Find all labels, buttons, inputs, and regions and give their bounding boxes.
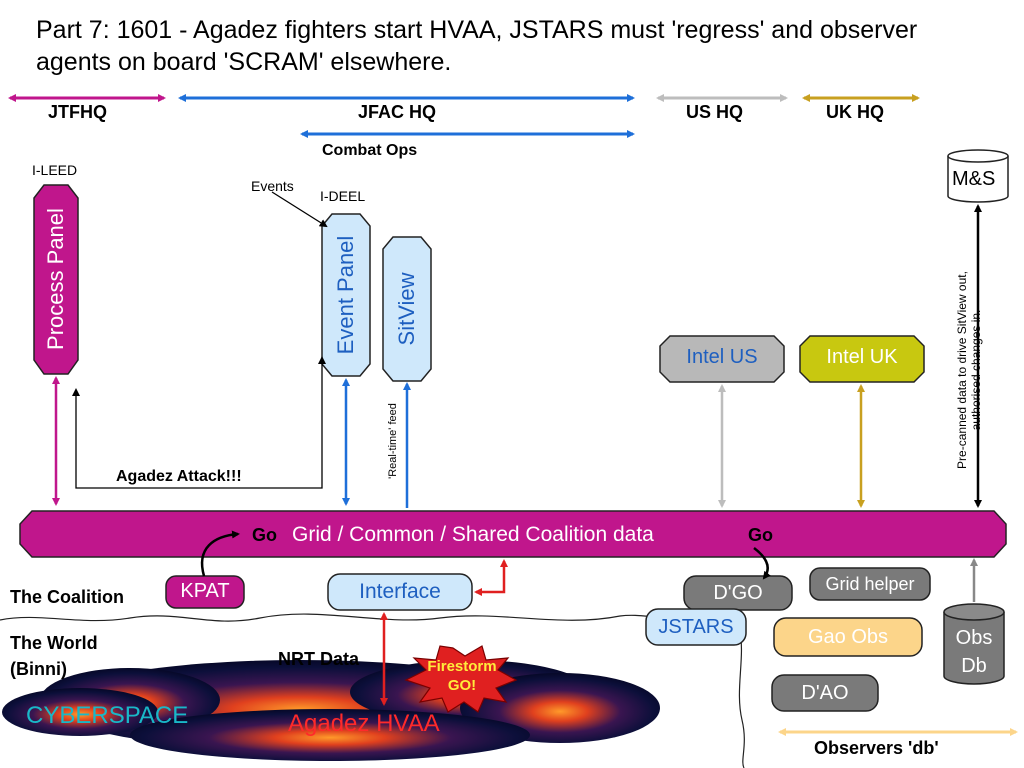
precanned-note-line1: Pre-canned data to drive SitView out,: [955, 271, 969, 469]
intel-us-label: Intel US: [686, 346, 758, 368]
dgo-go-arrow: [753, 547, 771, 580]
obs-db-label: Obs Db: [944, 624, 1004, 680]
ms-label: M&S: [952, 168, 996, 190]
combat-ops-label: Combat Ops: [322, 142, 418, 159]
go-right-label: Go: [748, 525, 773, 545]
event-panel-label: Event Panel: [333, 235, 358, 355]
realtime-feed-label: 'Real-time' feed: [387, 403, 399, 479]
interface-shape[interactable]: [327, 573, 473, 611]
obs-db-database-icon[interactable]: [943, 603, 1005, 685]
firestorm-label-line1: Firestorm: [427, 658, 497, 675]
the-coalition-label: The Coalition: [10, 587, 124, 607]
gao-obs-label: Gao Obs: [807, 626, 889, 648]
i-deel-label: I-DEEL: [320, 188, 366, 204]
events-pointer-arrow: [271, 191, 328, 228]
firestorm-label: Firestorm GO!: [402, 657, 522, 695]
precanned-note-line2: authorised changes in.: [969, 309, 983, 431]
gao-obs-shape[interactable]: [773, 617, 923, 657]
kpat-go-arrow: [201, 530, 240, 577]
world-boundary-line: [0, 613, 745, 768]
cyberspace-label: CYBERSPACE: [26, 702, 189, 729]
sitview-label: SitView: [394, 272, 419, 346]
events-label: Events: [251, 178, 294, 194]
obs-db-label-line2: Db: [961, 655, 987, 677]
page-title: Part 7: 1601 - Agadez fighters start HVA…: [36, 16, 918, 76]
us-hq-label: US HQ: [686, 102, 744, 122]
observers-db-label: Observers 'db': [814, 738, 939, 758]
the-world-label-line1: The World: [10, 633, 98, 653]
kpat-label: KPAT: [180, 580, 230, 602]
jstars-label: JSTARS: [658, 616, 734, 638]
precanned-note: Pre-canned data to drive SitView out, au…: [955, 250, 985, 490]
uk-hq-label: UK HQ: [826, 102, 884, 122]
dao-shape[interactable]: [771, 674, 879, 712]
dgo-label: D'GO: [713, 582, 763, 604]
grid-bar-shape[interactable]: [19, 510, 1007, 558]
event-panel-shape[interactable]: [321, 213, 371, 377]
firestorm-burst-shape: [404, 645, 518, 713]
firestorm-label-line2: GO!: [447, 677, 477, 694]
go-left-label: Go: [252, 525, 277, 545]
intel-us-shape[interactable]: [659, 335, 785, 383]
process-panel-shape[interactable]: [33, 184, 79, 375]
dao-label: D'AO: [801, 682, 849, 704]
jstars-shape[interactable]: [645, 608, 747, 646]
obs-db-label-line1: Obs: [955, 627, 993, 649]
nrt-data-label: NRT Data: [278, 649, 360, 669]
the-world-label: The World (Binni): [10, 630, 98, 682]
i-leed-label: I-LEED: [32, 162, 78, 178]
grid-helper-shape[interactable]: [809, 567, 931, 601]
intel-uk-label: Intel UK: [826, 346, 898, 368]
agadez-attack-bracket: [72, 356, 326, 489]
interface-label: Interface: [359, 580, 441, 603]
agadez-hvaa-label: Agadez HVAA: [288, 710, 440, 737]
ms-database-icon[interactable]: [947, 149, 1009, 203]
intel-uk-shape[interactable]: [799, 335, 925, 383]
grid-helper-label: Grid helper: [825, 574, 915, 594]
the-world-label-line2: (Binni): [10, 659, 67, 679]
agadez-attack-label: Agadez Attack!!!: [116, 468, 242, 485]
jfac-hq-label: JFAC HQ: [358, 102, 437, 122]
kpat-shape[interactable]: [165, 575, 245, 609]
sitview-shape[interactable]: [382, 236, 432, 382]
jtfhq-label: JTFHQ: [48, 102, 108, 122]
grid-bar-label: Grid / Common / Shared Coalition data: [292, 523, 654, 546]
interface-grid-red-arrow: [474, 559, 508, 596]
process-panel-label: Process Panel: [43, 208, 68, 350]
